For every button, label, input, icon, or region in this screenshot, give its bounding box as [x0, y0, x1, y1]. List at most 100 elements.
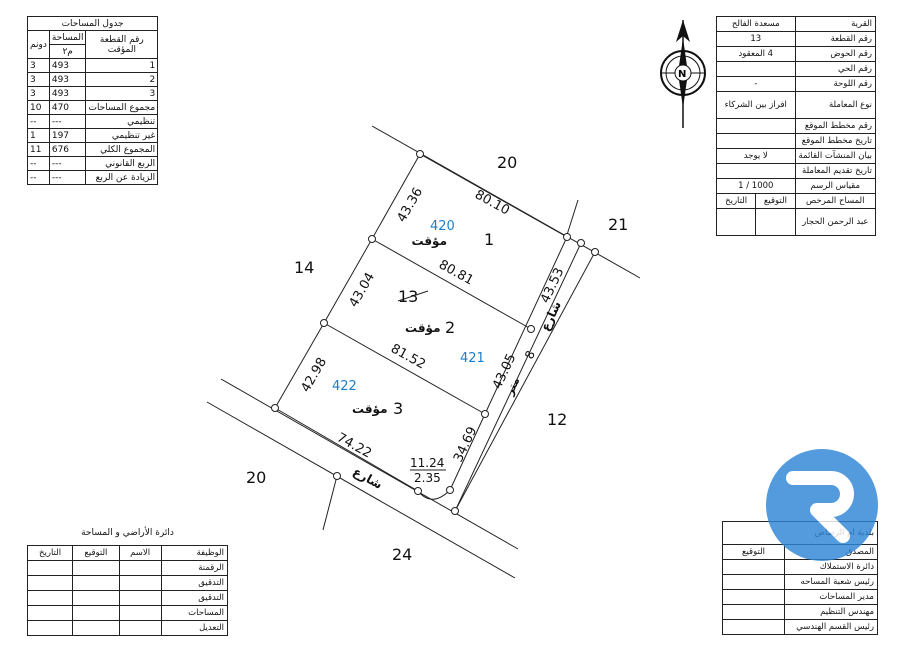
dept-title: دائرة الأراضي و المساحة — [81, 528, 174, 538]
dim-arc-bottom: 2.35 — [414, 471, 441, 485]
lot-2-id: 421 — [460, 351, 485, 366]
dim-top: 80.10 — [472, 187, 512, 218]
lot-1-top-edge — [419, 153, 568, 238]
lot-3-left-edge — [274, 322, 325, 409]
lot-3-number: 3 — [393, 399, 403, 418]
neighbor-bottom-left: 20 — [246, 468, 266, 487]
areas-cell-dunum: 3 — [27, 86, 50, 101]
areas-table-row: الربع القانوني----- — [27, 156, 159, 171]
dim-left3: 42.98 — [298, 355, 330, 395]
approval-empty-cell — [722, 619, 785, 635]
lot-1-id: 420 — [430, 219, 455, 234]
lot-1-left-edge — [371, 153, 421, 240]
survey-point — [333, 472, 341, 480]
neighbor-left: 14 — [294, 258, 314, 277]
dim-mid2: 81.52 — [388, 341, 428, 372]
parcel-right-edge-lower — [449, 413, 486, 491]
info-table-row: تاريخ تقديم المعاملة — [716, 163, 877, 179]
info-value: 4 المعقود — [716, 46, 796, 62]
neighbor-top: 20 — [497, 153, 517, 172]
info-table-row: رقم الحي — [716, 61, 877, 77]
info-value: افراز بين الشركاء — [716, 91, 796, 119]
watermark-logo — [766, 449, 878, 561]
lot-2-3-divider — [323, 322, 486, 415]
survey-point — [414, 487, 422, 495]
dept-table-row: التعديل — [26, 620, 229, 636]
lot-3-id: 422 — [332, 379, 357, 394]
areas-table: جدول المساحات رقم القطعة المؤقت المساحة … — [26, 16, 159, 185]
survey-point — [563, 233, 571, 241]
dim-bottom: 74.22 — [334, 430, 374, 461]
north-arrow-icon: N — [660, 20, 706, 128]
info-table-row: رقم اللوحة- — [716, 76, 877, 92]
survey-point — [481, 410, 489, 418]
lot-1-number: 1 — [484, 230, 494, 249]
approval-table-row: رئيس شعبة المساحه — [722, 574, 878, 590]
dept-empty-cell — [26, 620, 74, 636]
lot-3-bottom-edge — [274, 407, 419, 492]
struck-line — [397, 290, 429, 302]
lot-2-number: 2 — [445, 318, 455, 337]
survey-point — [320, 319, 328, 327]
survey-point — [591, 248, 599, 256]
neighbor-right-lower: 12 — [547, 410, 567, 429]
survey-point — [446, 486, 454, 494]
survey-point — [527, 325, 535, 333]
approval-table-row: مدير المساحات — [722, 589, 878, 605]
areas-cell-label: الزيادة عن الربع — [85, 170, 159, 185]
dim-mid1: 80.81 — [436, 257, 476, 288]
areas-header-lot: رقم القطعة المؤقت — [85, 30, 159, 59]
neighbor-bottom: 24 — [392, 545, 412, 564]
parcel-right-edge — [484, 236, 568, 415]
boundary-line — [322, 475, 338, 531]
street-bottom-edge-upper — [220, 378, 519, 550]
dept-table-row: التدقيق — [26, 590, 229, 606]
areas-cell-dunum: -- — [27, 170, 50, 185]
survey-point — [416, 150, 424, 158]
surveyor-signature-label: التوقيع — [755, 194, 795, 208]
survey-point — [577, 239, 585, 247]
dept-role: التعديل — [160, 620, 229, 636]
lot-2-label: مؤقت — [405, 321, 441, 336]
dim-right3: 34.69 — [451, 425, 480, 465]
approval-table-row: دائرة الاستملاك — [722, 559, 878, 575]
surveyor-signature-cell — [755, 209, 795, 235]
neighbor-right: 21 — [608, 215, 628, 234]
struck-parcel-number: 13 — [398, 287, 418, 306]
lot-1-2-divider — [371, 238, 532, 330]
surveyor-date-label: التاريخ — [725, 196, 748, 206]
approval-table-row: رئيس القسم الهندسي — [722, 619, 878, 635]
lot-3-label: مؤقت — [352, 402, 388, 417]
approval-role: رئيس القسم الهندسي — [784, 619, 878, 635]
info-table-row: رقم مخطط الموقع — [716, 118, 877, 134]
north-label: N — [678, 69, 686, 80]
street-right-edge-inner — [454, 242, 582, 512]
survey-point — [271, 404, 279, 412]
areas-table-row: الزيادة عن الربع----- — [27, 170, 159, 185]
approval-role: مدير المساحات — [784, 589, 878, 605]
surveyor-name: عبد الرحمن الحجار — [794, 208, 877, 236]
lot-2-left-edge — [323, 238, 373, 324]
dept-empty-cell — [118, 620, 162, 636]
dim-arc-top: 11.24 — [410, 456, 444, 470]
survey-point — [368, 235, 376, 243]
street-bottom-edge-lower — [206, 401, 516, 579]
dept-empty-cell — [72, 620, 120, 636]
survey-point — [451, 507, 459, 515]
street-right-edge-outer — [454, 251, 596, 512]
info-label: نوع المعاملة — [794, 91, 877, 119]
lot-1-label: مؤقت — [411, 234, 447, 249]
